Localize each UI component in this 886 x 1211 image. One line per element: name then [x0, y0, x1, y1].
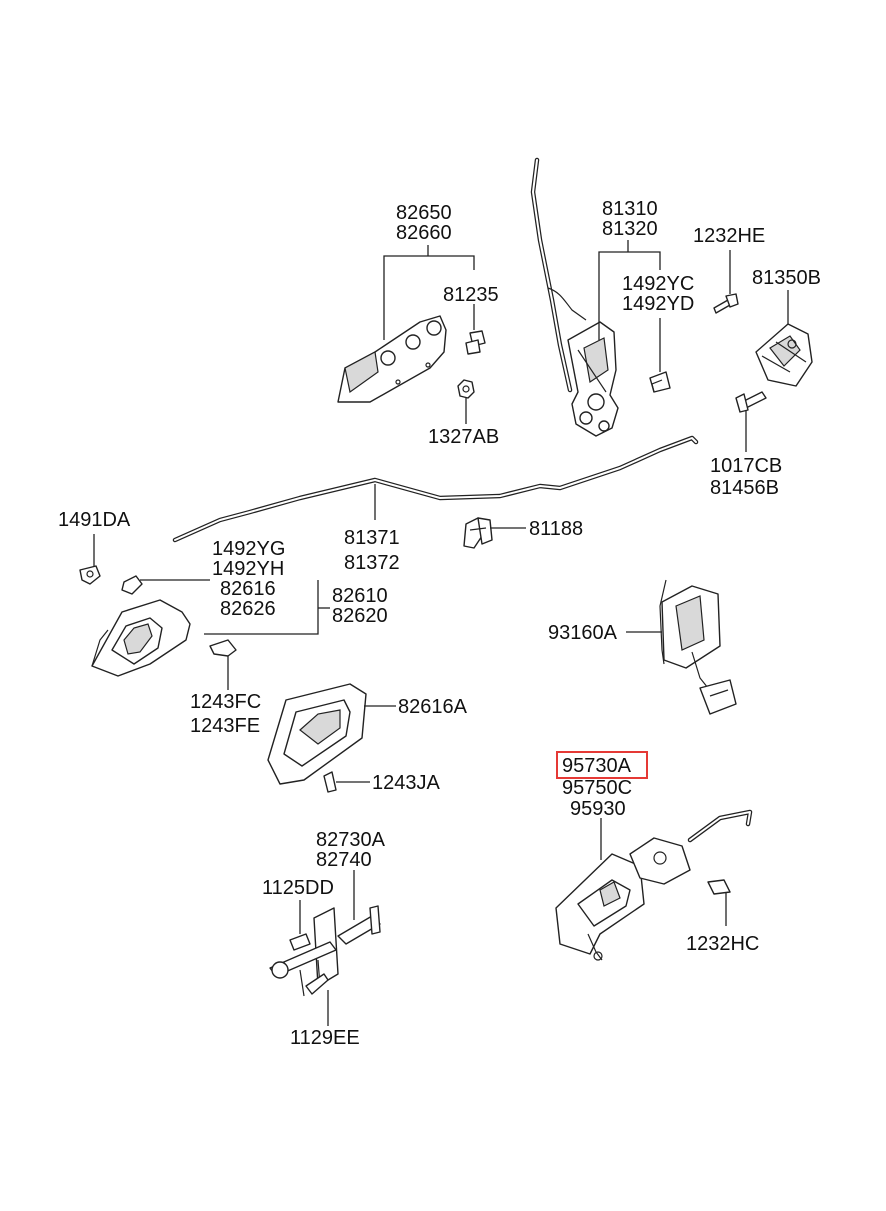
clip-81188-part[interactable]: [463, 517, 493, 549]
label-82660[interactable]: 82660: [396, 222, 452, 244]
label-1017CB[interactable]: 1017CB: [710, 455, 782, 477]
screw-1232HC-part[interactable]: [707, 879, 731, 895]
latch-rod-part[interactable]: [530, 157, 587, 393]
label-82610[interactable]: 82610: [332, 585, 388, 607]
bezel-82616A-part[interactable]: [267, 683, 367, 785]
label-82620[interactable]: 82620: [332, 605, 388, 627]
label-1243JA[interactable]: 1243JA: [372, 772, 440, 794]
label-82650[interactable]: 82650: [396, 202, 452, 224]
switch-93160A-part[interactable]: [659, 579, 737, 715]
label-1327AB[interactable]: 1327AB: [428, 426, 499, 448]
label-81372[interactable]: 81372: [344, 552, 400, 574]
label-81371[interactable]: 81371: [344, 527, 400, 549]
label-95930[interactable]: 95930: [570, 798, 626, 820]
screw-1232HE-part[interactable]: [713, 293, 739, 314]
label-81350B[interactable]: 81350B: [752, 267, 821, 289]
label-82730A[interactable]: 82730A: [316, 829, 386, 851]
grommet-1491DA-part[interactable]: [79, 565, 101, 585]
screw-1243JA-part[interactable]: [323, 771, 337, 793]
label-1243FE[interactable]: 1243FE: [190, 715, 260, 737]
label-82626[interactable]: 82626: [220, 598, 276, 620]
label-95750C[interactable]: 95750C: [562, 777, 632, 799]
clip-1492YG-part[interactable]: [121, 575, 143, 595]
bolt-1125DD-part[interactable]: [289, 933, 311, 951]
label-1491DA[interactable]: 1491DA: [58, 509, 131, 531]
label-81188[interactable]: 81188: [529, 518, 583, 540]
label-81310[interactable]: 81310: [602, 198, 658, 220]
label-81235[interactable]: 81235: [443, 284, 499, 306]
label-93160A[interactable]: 93160A: [548, 622, 618, 644]
label-1125DD[interactable]: 1125DD: [262, 877, 334, 899]
label-81456B[interactable]: 81456B: [710, 477, 779, 499]
screw-1243FC-part[interactable]: [209, 639, 237, 657]
door-latch-part[interactable]: [567, 321, 619, 437]
label-1243FC[interactable]: 1243FC: [190, 691, 261, 713]
label-1129EE[interactable]: 1129EE: [290, 1027, 360, 1049]
striker-81350B-part[interactable]: [755, 323, 813, 387]
label-82616[interactable]: 82616: [220, 578, 276, 600]
label-82740[interactable]: 82740: [316, 849, 372, 871]
bolt-1129EE-part[interactable]: [305, 973, 329, 995]
label-1492YD[interactable]: 1492YD: [622, 293, 694, 315]
label-95730A[interactable]: 95730A: [562, 755, 632, 777]
inside-handle-rod-part[interactable]: [172, 435, 699, 543]
bolt-1017CB-part[interactable]: [735, 391, 767, 413]
outside-handle-part[interactable]: [337, 315, 447, 403]
inside-handle-82610-part[interactable]: [91, 599, 191, 677]
label-81320[interactable]: 81320: [602, 218, 658, 240]
bolt-81235-part[interactable]: [465, 330, 486, 355]
door-checker-part[interactable]: [269, 905, 381, 997]
label-82616A[interactable]: 82616A: [398, 696, 468, 718]
label-1232HE[interactable]: 1232HE: [693, 225, 765, 247]
door-lock-actuator-part[interactable]: [555, 809, 753, 961]
clip-1492YC-part[interactable]: [649, 371, 671, 393]
label-1232HC[interactable]: 1232HC: [686, 933, 759, 955]
highlight-box: [556, 751, 648, 779]
label-1492YH[interactable]: 1492YH: [212, 558, 284, 580]
nut-1327AB-part[interactable]: [457, 379, 475, 399]
label-1492YG[interactable]: 1492YG: [212, 538, 285, 560]
label-1492YC[interactable]: 1492YC: [622, 273, 694, 295]
